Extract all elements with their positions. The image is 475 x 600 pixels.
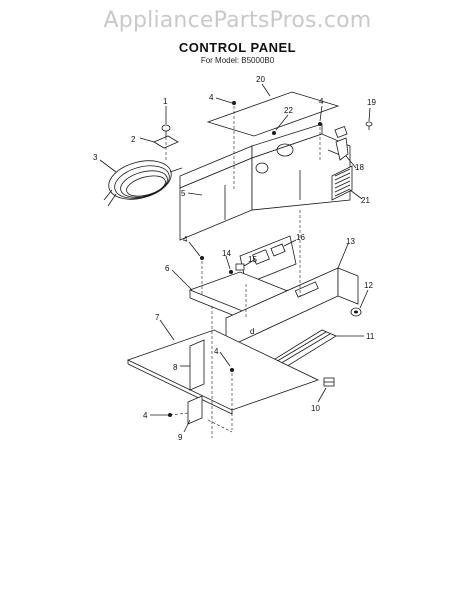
part-4-screw[interactable]: [168, 101, 322, 417]
callout-leader-lines: [99, 83, 371, 433]
callout-12: 12: [364, 281, 373, 290]
part-13-control-panel[interactable]: d: [225, 267, 359, 349]
callout-8: 8: [173, 363, 178, 372]
part-22-screw[interactable]: [272, 131, 276, 135]
callout-6: 6: [165, 264, 170, 273]
callout-5: 5: [181, 189, 186, 198]
part-14-screw[interactable]: [229, 270, 233, 274]
part-5-upper-housing[interactable]: [179, 123, 351, 241]
callout-4-d: 4: [214, 347, 219, 356]
part-19-screw[interactable]: [365, 121, 373, 130]
part-8-side-bracket[interactable]: [189, 339, 205, 391]
part-21-grille[interactable]: [331, 165, 353, 201]
callout-1: 1: [163, 97, 168, 106]
callout-22: 22: [284, 106, 293, 115]
part-18-bracket[interactable]: [334, 126, 349, 161]
callout-9: 9: [178, 433, 183, 442]
callout-numbers: 1 2 3 4 4 4 4 4 5 6 7 8 9 10 11 12 13 14…: [93, 75, 376, 442]
callout-11: 11: [366, 332, 375, 341]
callout-4-c: 4: [183, 235, 188, 244]
callout-7: 7: [155, 313, 160, 322]
panel-marking: d: [250, 327, 254, 336]
callout-18: 18: [355, 163, 364, 172]
callout-4-b: 4: [319, 97, 324, 106]
part-1-knob[interactable]: [161, 124, 171, 137]
callout-16: 16: [296, 233, 305, 242]
part-10-clip[interactable]: [323, 377, 335, 387]
callout-3: 3: [93, 153, 98, 162]
diagram-title: CONTROL PANEL: [178, 40, 297, 55]
callout-4-a: 4: [209, 93, 214, 102]
part-16-control-board[interactable]: [239, 235, 297, 285]
callout-10: 10: [311, 404, 320, 413]
site-watermark: AppliancePartsPros.com: [103, 8, 372, 33]
callout-21: 21: [361, 196, 370, 205]
callout-13: 13: [346, 237, 355, 246]
assembly-guide-lines: [165, 106, 321, 438]
callout-20: 20: [256, 75, 265, 84]
callout-14: 14: [222, 249, 231, 258]
part-3-power-cord[interactable]: [103, 154, 183, 207]
part-9-lower-bracket[interactable]: [187, 395, 203, 425]
model-subtitle: For Model: B5000B0: [200, 56, 275, 65]
callout-2: 2: [131, 135, 136, 144]
part-7-base-plate[interactable]: [126, 329, 320, 415]
part-20-top-cover[interactable]: [206, 91, 340, 137]
callout-4-e: 4: [143, 411, 148, 420]
part-12-knob[interactable]: [350, 307, 362, 317]
part-15-switch[interactable]: [235, 263, 245, 271]
callout-19: 19: [367, 98, 376, 107]
callout-15: 15: [248, 255, 257, 264]
